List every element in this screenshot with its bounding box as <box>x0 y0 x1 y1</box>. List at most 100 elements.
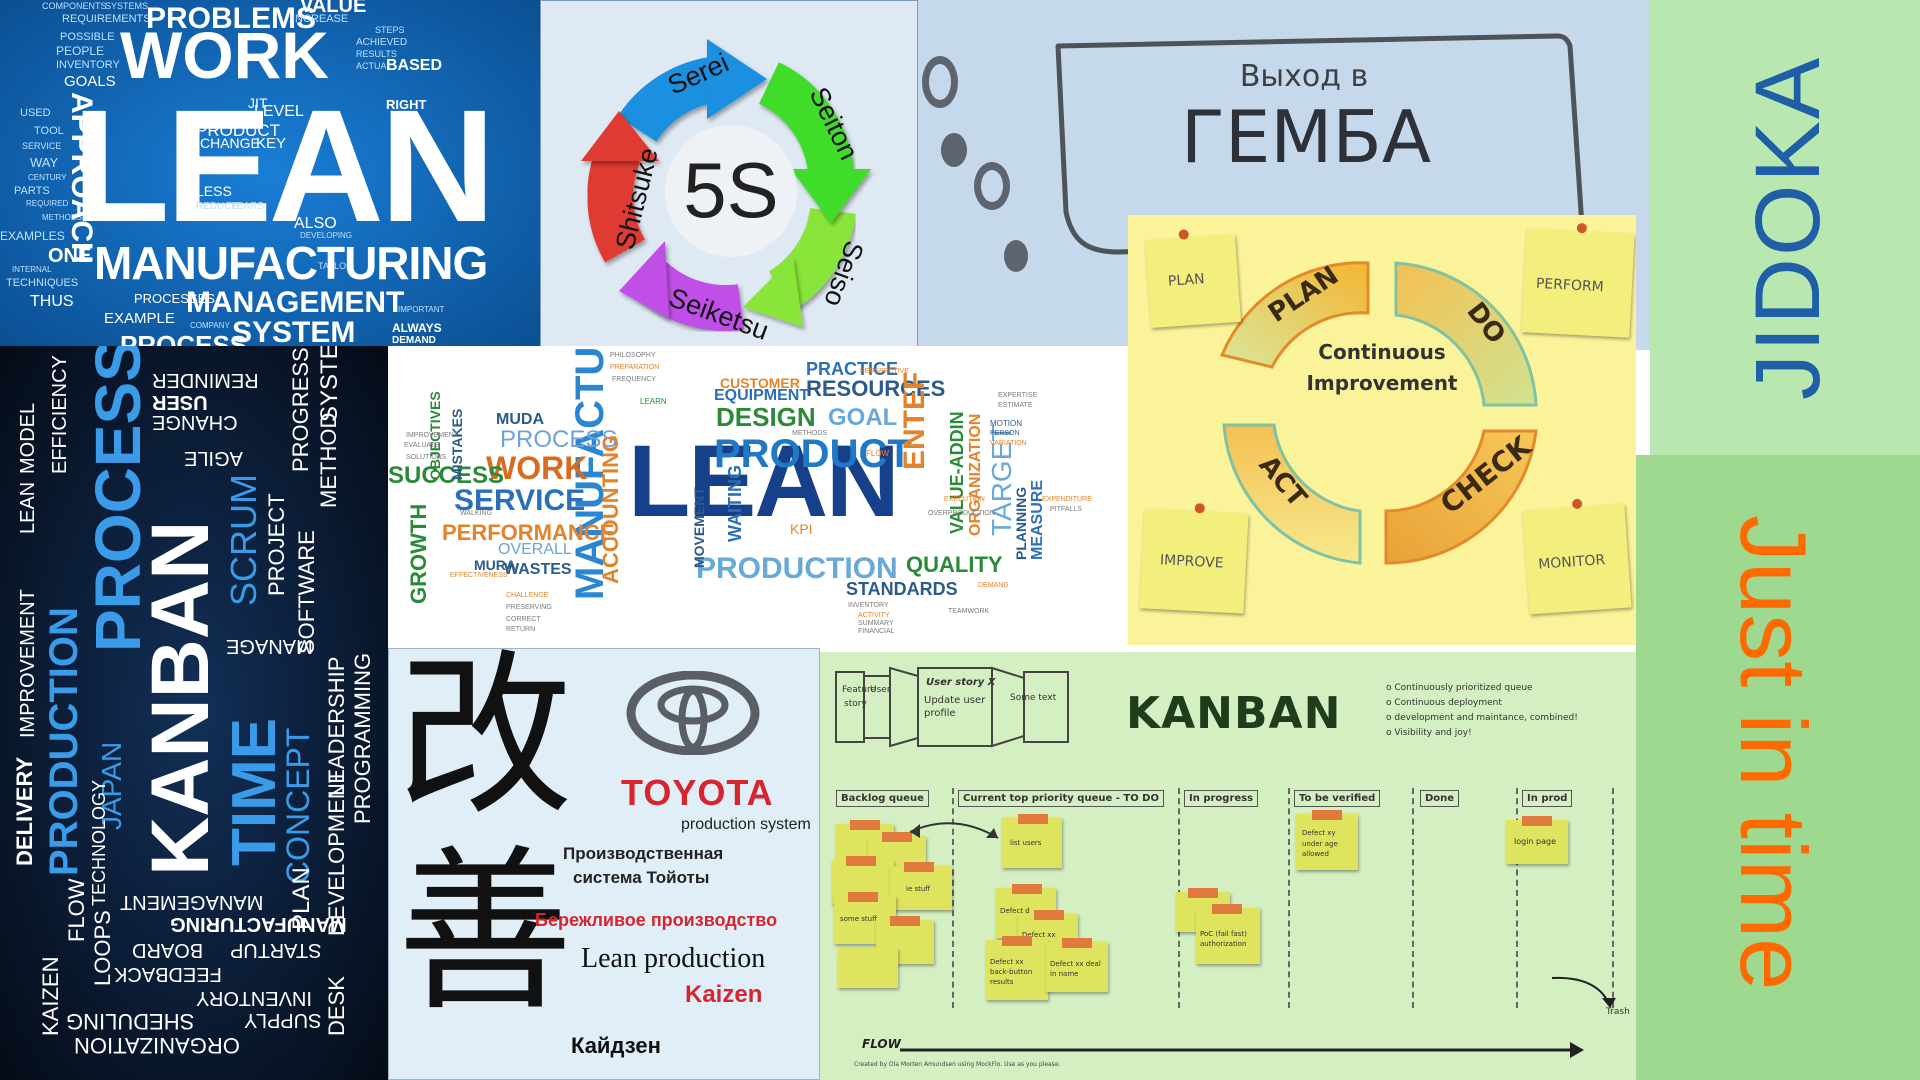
cloud-word: PERSON <box>990 430 1020 437</box>
cloud-word: LEVEL <box>254 103 304 120</box>
cloud-word: LEAN <box>17 481 39 534</box>
five-s-head-seiso <box>743 257 803 327</box>
cloud-word: WAY <box>30 155 59 170</box>
cloud-word: MODEL <box>17 402 39 474</box>
kaizen-kanji-2: 善 <box>397 830 574 1035</box>
cloud-word: RETURN <box>506 626 536 633</box>
cloud-word: SCRUM <box>223 474 264 606</box>
cloud-word: KAIZEN <box>38 956 63 1036</box>
five-s-head-seiketsu <box>619 241 669 319</box>
column-divider <box>1412 788 1414 1008</box>
kanban-card: Defect xx back-button results <box>986 936 1048 1000</box>
cloud-word: EQUIPMENT <box>714 387 810 404</box>
cloud-word: LEAN <box>72 76 496 255</box>
card-text: list users <box>1010 839 1042 847</box>
cloud-word: MANAGEMENT <box>186 286 405 319</box>
toyota-ru-line2: система Тойоты <box>573 868 710 887</box>
cloud-word: INCREASE <box>292 13 349 25</box>
cloud-word: TEAMWORK <box>948 608 990 615</box>
cloud-word: PRODUCTION <box>696 552 898 585</box>
cloud-word: DEMAND <box>978 582 1009 589</box>
card-tag <box>1522 816 1552 826</box>
cloud-word: DESK <box>324 976 349 1036</box>
kanban-board: Feature User story User story X Update u… <box>820 652 1636 1080</box>
cloud-word: EXECUTION <box>944 496 985 503</box>
cloud-word: RESULTS <box>356 49 397 59</box>
cloud-word: WASTES <box>504 561 572 578</box>
kanban-bullet: o Continuous deployment <box>1386 698 1502 708</box>
cloud-word: REQUIREMENTS <box>62 13 151 25</box>
cloud-word: INVENTORY <box>196 987 312 1009</box>
cloud-word: IMPORTANT <box>398 305 445 314</box>
cloud-word: CUSTOMER <box>720 375 800 391</box>
pdca-plan-segment <box>1219 261 1370 369</box>
cloud-word: REQUIRED <box>26 199 69 208</box>
pdca-note-label: MONITOR <box>1537 552 1606 573</box>
card-tag <box>848 892 878 902</box>
card-text: PoC (fail fast) authorization <box>1200 930 1247 948</box>
cloud-word: FLOW <box>64 878 89 942</box>
kanban-credit: Created by Ola Morten Amundsen using Moc… <box>854 1061 1061 1068</box>
cloud-word: ACTUAL <box>356 61 392 71</box>
funnel-user-story: User story X <box>926 677 996 688</box>
cloud-word: YEARS <box>230 201 264 212</box>
cloud-word: CORRECT <box>506 616 541 623</box>
funnel-feature: Feature <box>842 685 877 695</box>
jit-label: Just in time <box>1721 515 1826 991</box>
cloud-word: MUDA <box>496 411 544 428</box>
just-in-time-panel: Just in time <box>1636 455 1920 1080</box>
five-s-diagram: 5S Serei Seiton Seiso Seiketsu Shitsuke <box>581 39 871 346</box>
five-s-head-serei <box>707 39 767 119</box>
cloud-word: SHEDULING <box>66 1009 195 1034</box>
cloud-word: COMPONENTS <box>42 1 107 11</box>
cloud-word: LEAN <box>628 424 900 538</box>
cloud-word: BOARD <box>132 939 204 961</box>
cloud-word: SOLUTIONS <box>406 454 447 461</box>
lean-ru-label: Бережливое производство <box>535 910 778 930</box>
five-s-arrow-seiton <box>758 62 854 175</box>
jidoka-label: JIDOKA <box>1737 55 1839 400</box>
pdca-note-label: PERFORM <box>1535 275 1605 296</box>
cloud-word: APPROACH <box>65 92 98 264</box>
cloud-word: MOVEMENT <box>691 487 707 568</box>
cloud-word: WORK <box>120 18 329 92</box>
cloud-word: PRODUCT <box>714 432 912 476</box>
gemba-line1: Выход в <box>1240 59 1368 94</box>
pdca-diagram: Continuous Improvement PLAN DO CHECK ACT <box>1219 261 1538 565</box>
cloud-word: PEOPLE <box>56 44 105 58</box>
cloud-word: LEARN <box>640 397 667 406</box>
kaizen-kanji-1: 改 <box>397 648 574 839</box>
cloud-word: SUCCESS <box>388 462 505 489</box>
cloud-word: SYSTEM <box>232 316 356 347</box>
cloud-word: PERFORMANCE <box>442 520 615 545</box>
pdca-note-improve: IMPROVE <box>1139 502 1249 614</box>
toyota-brand: TOYOTA <box>621 772 774 813</box>
cloud-word: CHALLENGE <box>506 592 549 599</box>
cloud-word: PROCESSES <box>134 291 215 306</box>
cloud-word: ONE <box>48 245 92 267</box>
cloud-word: MURA <box>474 557 516 573</box>
cloud-word: STEPS <box>375 25 405 35</box>
column-divider <box>1612 788 1614 1008</box>
cloud-word: SUPPLY <box>244 1009 322 1031</box>
cloud-word: ACCOUNTING <box>598 434 623 584</box>
column-divider <box>1516 788 1518 1008</box>
cloud-word: USER <box>152 391 208 413</box>
cloud-word: EXPENDITURE <box>1042 496 1092 503</box>
cloud-word: PARTS <box>14 185 50 197</box>
cloud-word: CHANGE <box>200 135 260 151</box>
funnel-story: story <box>844 699 867 709</box>
flow-label: FLOW <box>862 1037 901 1051</box>
kanban-bullet: o Visibility and joy! <box>1386 728 1472 738</box>
cloud-word: CENTURY <box>28 173 67 182</box>
cloud-word: PITFALLS <box>1050 506 1082 513</box>
cloud-word: FLOW <box>866 449 890 458</box>
cloud-word: STARTUP <box>230 939 322 961</box>
card-tag <box>890 916 920 926</box>
cloud-word: TAYLOR <box>318 261 353 271</box>
story-funnel <box>835 666 1069 748</box>
pdca-check-segment <box>1384 429 1538 565</box>
pdca-note-plan: PLAN <box>1145 229 1241 329</box>
cloud-word: JIT <box>248 95 268 111</box>
five-s-head-seiton <box>791 169 871 223</box>
